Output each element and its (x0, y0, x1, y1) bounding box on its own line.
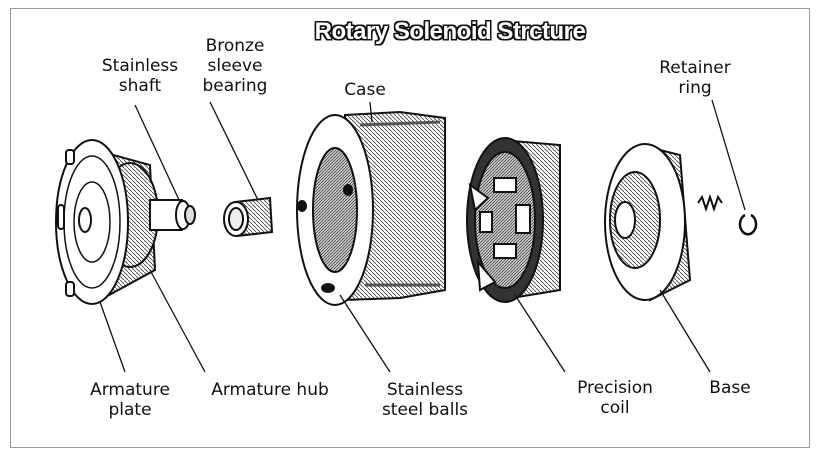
label-armature-plate: Armature plate (90, 380, 170, 420)
label-armature-hub: Armature hub (211, 380, 329, 400)
label-stainless-shaft: Stainless shaft (101, 56, 179, 96)
label-stainless-steel-balls: Stainless steel balls (381, 380, 469, 420)
armature-assembly-drawing (55, 139, 196, 305)
case-drawing (296, 110, 446, 306)
label-base: Base (709, 378, 751, 398)
label-case: Case (344, 80, 386, 100)
base-drawing (604, 143, 758, 302)
label-precision-coil: Precision coil (577, 378, 653, 418)
bearing-drawing (223, 196, 274, 238)
label-bronze-sleeve-bearing: Bronze sleeve bearing (202, 36, 268, 96)
coil-drawing (466, 137, 561, 303)
leader-lines (99, 99, 746, 373)
diagram-title: Rotary Solenoid Strcture (314, 18, 586, 45)
label-retainer-ring: Retainer ring (659, 58, 731, 98)
